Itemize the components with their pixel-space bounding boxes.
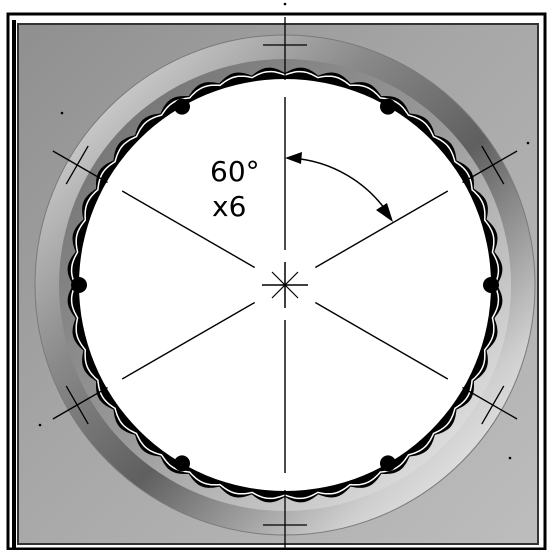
pattern-axis — [314, 190, 449, 269]
bore-lug — [380, 98, 396, 115]
ring-tick-cross — [65, 145, 89, 185]
center-mark — [262, 262, 308, 308]
angle-label: 60° — [210, 155, 260, 188]
bore-lug — [174, 98, 190, 115]
angle-dimension: 60° x6 — [210, 152, 393, 223]
ring-tick-radial — [52, 150, 108, 184]
ring-tick-radial — [52, 386, 108, 420]
reference-dot — [38, 423, 42, 427]
ring-tick-radial — [462, 150, 518, 184]
pattern-axes — [121, 97, 449, 473]
ring-tick-cross — [481, 145, 505, 185]
center-mark-d2 — [271, 271, 299, 299]
pattern-axis — [314, 301, 449, 380]
ring-tick-cross — [65, 385, 89, 425]
ring-ticks — [52, 17, 518, 550]
pattern-axis — [121, 190, 256, 269]
outer-frame — [6, 12, 547, 550]
reference-dot — [60, 111, 64, 115]
ring-tick-cross — [481, 385, 505, 425]
bore-lug — [71, 277, 87, 293]
reference-dots — [38, 2, 530, 460]
count-label: x6 — [212, 190, 246, 223]
reference-dot — [508, 456, 512, 460]
angle-arrow-start — [285, 152, 302, 164]
bore-lug — [380, 455, 396, 472]
reference-dot — [526, 141, 530, 145]
pattern-axis — [121, 301, 256, 380]
bore-lug — [483, 277, 499, 293]
angle-arrow-end — [376, 203, 393, 222]
ring-tick-radial — [462, 386, 518, 420]
bore-lug — [174, 455, 190, 472]
reference-dot — [283, 2, 287, 6]
